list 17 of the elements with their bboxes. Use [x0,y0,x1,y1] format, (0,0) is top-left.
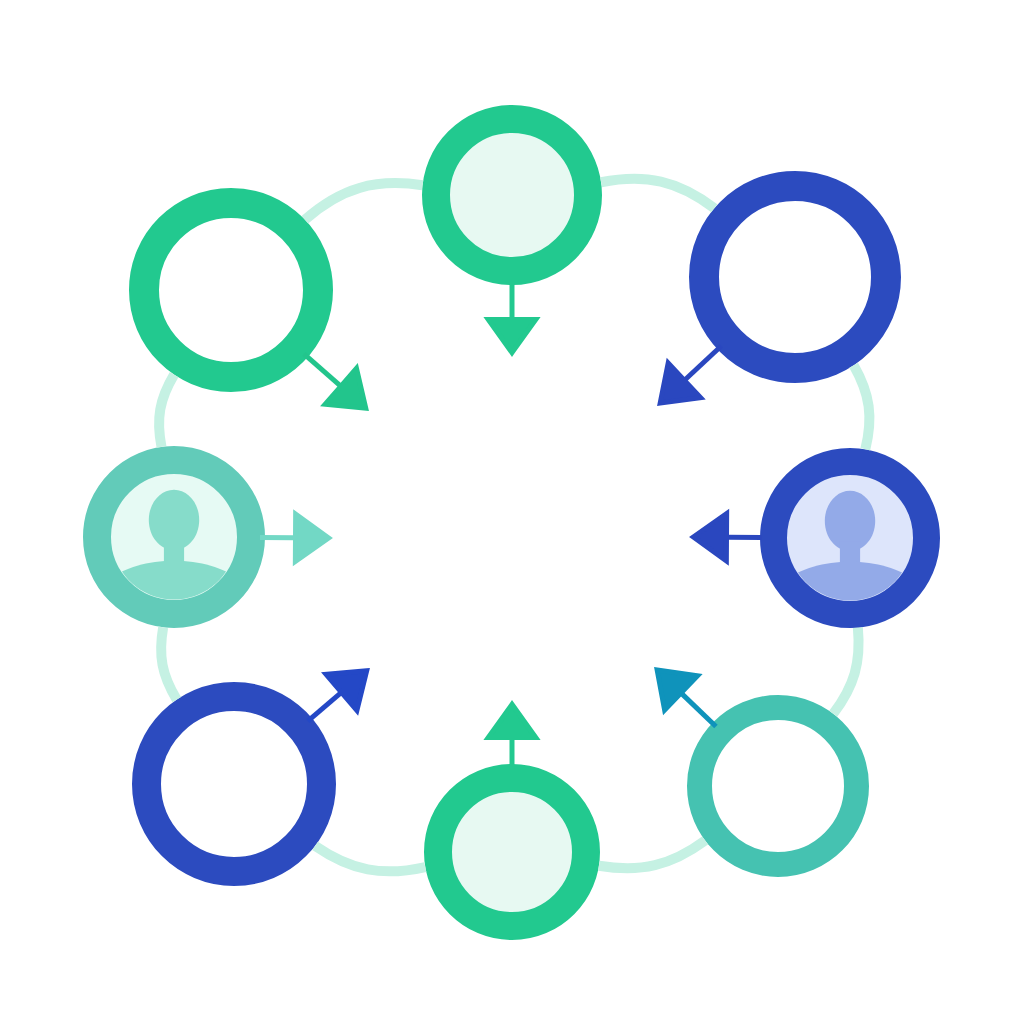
circle-node [422,105,602,285]
connector-line [598,836,708,874]
circle-node [129,188,333,392]
circle-node [687,695,869,877]
arrow [654,667,718,729]
connector-line [600,173,718,213]
connector-line [829,627,864,717]
arrow [306,668,370,723]
circle-node [132,682,336,886]
circle-node [689,171,901,383]
circle-node [424,764,600,940]
connector-line [301,178,424,224]
connector-line [849,362,875,451]
connector-line [312,841,427,877]
arrow [657,344,723,406]
connector-line [154,372,179,448]
connector-line [156,626,182,703]
